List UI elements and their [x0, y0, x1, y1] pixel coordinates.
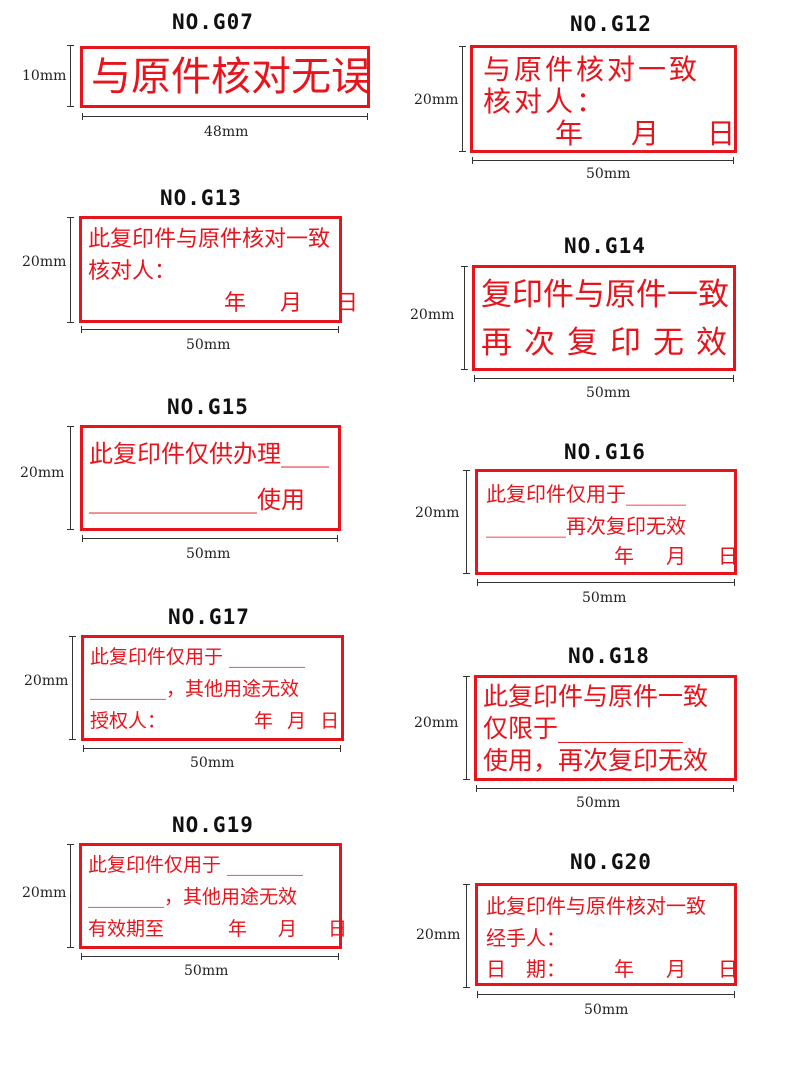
- height-dimension-line: [463, 470, 470, 574]
- width-dimension-line: [472, 157, 734, 164]
- width-dimension-line: [477, 579, 735, 586]
- width-dimension-line: [81, 953, 339, 960]
- stamp-text-line-2: 经手人：: [486, 926, 566, 950]
- stamp-text-line-1: 此复印件仅用于 ________: [88, 854, 304, 876]
- stamp-text-line-3: 年 月 日: [224, 291, 365, 316]
- height-label: 20mm: [410, 307, 455, 323]
- stamp-text-line-2: ______________使用: [89, 486, 305, 514]
- height-label: 20mm: [22, 254, 67, 270]
- stamp-text-line-1: 与原件核对无误: [91, 54, 371, 100]
- width-label: 50mm: [576, 795, 621, 811]
- stamp-text-line-3: 日 期：: [486, 957, 566, 981]
- height-label: 20mm: [414, 715, 459, 731]
- stamp-code: NO.G14: [564, 234, 646, 258]
- stamp-text-line-3: 授权人：: [90, 710, 167, 732]
- height-label: 20mm: [22, 885, 67, 901]
- stamp-text-line-3: 年 月 日: [555, 117, 746, 150]
- width-label: 50mm: [186, 546, 231, 562]
- height-dimension-line: [67, 45, 74, 107]
- stamp-code: NO.G20: [570, 850, 652, 874]
- stamp-text-line-4: 年 月 日: [254, 710, 344, 732]
- stamp-code: NO.G16: [564, 440, 646, 464]
- stamp-g20: 此复印件与原件核对一致 经手人： 日 期： 年 月 日: [475, 883, 738, 986]
- height-dimension-line: [69, 636, 76, 740]
- stamp-g14: 复印件与原件一致 再次复印无效: [472, 265, 736, 371]
- stamp-text-line-3: 年 月 日: [614, 544, 744, 568]
- height-dimension-line: [67, 217, 74, 323]
- stamp-g07: 与原件核对无误: [80, 46, 371, 108]
- width-label: 50mm: [586, 166, 631, 182]
- height-dimension-line: [67, 426, 74, 530]
- stamp-text-line-2: 核对人：: [88, 259, 177, 284]
- height-label: 20mm: [416, 927, 461, 943]
- height-dimension-line: [459, 46, 466, 152]
- width-dimension-line: [474, 375, 734, 382]
- height-label: 20mm: [20, 465, 65, 481]
- height-label: 10mm: [22, 68, 67, 84]
- width-dimension-line: [83, 745, 341, 752]
- stamp-text-line-1: 此复印件仅用于 ________: [90, 646, 306, 668]
- stamp-text-line-1: 此复印件与原件核对一致: [486, 894, 706, 918]
- width-dimension-line: [82, 535, 338, 542]
- stamp-code: NO.G12: [570, 12, 652, 36]
- width-label: 50mm: [584, 1002, 629, 1018]
- width-label: 48mm: [204, 124, 249, 140]
- stamp-code: NO.G18: [568, 644, 650, 668]
- width-dimension-line: [82, 113, 368, 120]
- stamp-text-line-1: 此复印件仅供办理____: [89, 440, 329, 468]
- stamp-text-line-3: 使用，再次复印无效: [483, 746, 709, 775]
- stamp-text-line-1: 复印件与原件一致: [481, 277, 729, 313]
- stamp-text-line-2: 核对人：: [483, 85, 608, 118]
- stamp-text-line-4: 年 月 日: [228, 918, 354, 940]
- stamp-text-line-2: 再次复印无效: [481, 325, 739, 361]
- stamp-g19: 此复印件仅用于 ________ ________，其他用途无效 有效期至 年 …: [79, 843, 347, 949]
- stamp-code: NO.G07: [172, 10, 254, 34]
- width-label: 50mm: [186, 337, 231, 353]
- stamp-g16: 此复印件仅用于______ ________再次复印无效 年 月 日: [475, 469, 738, 575]
- height-dimension-line: [67, 844, 74, 948]
- height-label: 20mm: [24, 673, 69, 689]
- width-dimension-line: [81, 326, 339, 333]
- stamp-text-line-2: 仅限于__________: [483, 714, 684, 743]
- stamp-g15: 此复印件仅供办理____ ______________使用: [80, 425, 341, 531]
- stamp-code: NO.G17: [168, 605, 250, 629]
- stamp-text-line-4: 年 月 日: [614, 957, 744, 981]
- stamp-text-line-2: ________再次复印无效: [486, 514, 686, 538]
- stamp-text-line-2: ________，其他用途无效: [90, 678, 300, 700]
- stamp-text-line-3: 有效期至: [88, 918, 165, 940]
- height-dimension-line: [461, 266, 468, 370]
- stamp-code: NO.G13: [160, 186, 242, 210]
- stamp-g12: 与原件核对一致 核对人： 年 月 日: [470, 45, 737, 153]
- stamp-text-line-1: 此复印件与原件核对一致: [88, 227, 331, 252]
- height-label: 20mm: [414, 92, 459, 108]
- height-label: 20mm: [415, 505, 460, 521]
- stamp-g13: 此复印件与原件核对一致 核对人： 年 月 日: [79, 216, 358, 323]
- width-label: 50mm: [582, 590, 627, 606]
- height-dimension-line: [463, 676, 470, 780]
- width-dimension-line: [477, 991, 735, 998]
- width-label: 50mm: [586, 385, 631, 401]
- width-dimension-line: [476, 785, 734, 792]
- stamp-text-line-2: ________，其他用途无效: [88, 886, 298, 908]
- stamp-text-line-1: 与原件核对一致: [483, 53, 701, 86]
- stamp-g17: 此复印件仅用于 ________ ________，其他用途无效 授权人： 年 …: [81, 635, 344, 741]
- stamp-code: NO.G19: [172, 813, 254, 837]
- stamp-g18: 此复印件与原件一致 仅限于__________ 使用，再次复印无效: [474, 675, 737, 781]
- stamp-text-line-1: 此复印件与原件一致: [483, 682, 709, 711]
- width-label: 50mm: [190, 755, 235, 771]
- width-label: 50mm: [184, 963, 229, 979]
- stamp-text-line-1: 此复印件仅用于______: [486, 482, 686, 506]
- stamp-code: NO.G15: [167, 395, 249, 419]
- height-dimension-line: [463, 884, 470, 988]
